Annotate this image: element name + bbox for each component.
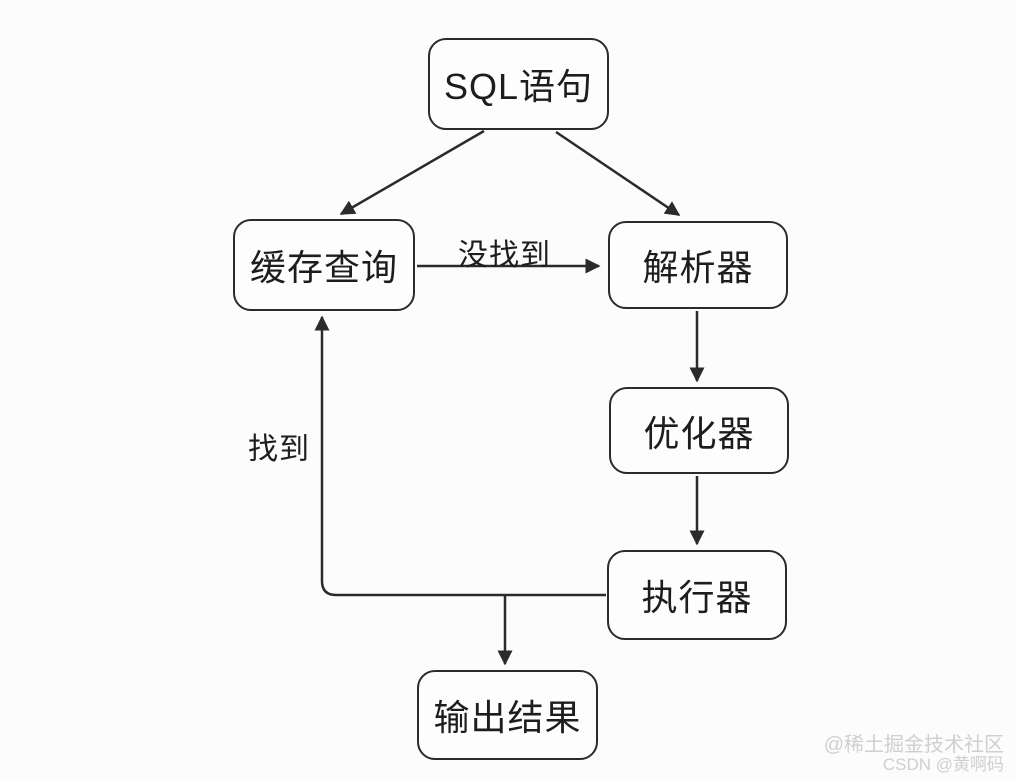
- node-executor: 执行器: [607, 550, 787, 640]
- node-output-result-label: 输出结果: [433, 697, 582, 738]
- watermark-juejin: @稀土掘金技术社区: [823, 734, 1004, 757]
- node-optimizer-label: 优化器: [643, 412, 755, 454]
- edge-label-found: 找到: [248, 433, 310, 466]
- node-executor-label: 执行器: [641, 577, 753, 618]
- watermark: @稀土掘金技术社区 CSDN @黄啊码: [824, 734, 1004, 775]
- watermark-csdn: CSDN @黄啊码: [882, 755, 1004, 775]
- node-sql-statement-label: SQL语句: [443, 66, 594, 107]
- node-output-result: 输出结果: [417, 670, 598, 760]
- node-cache-query: 缓存查询: [233, 219, 415, 311]
- edge-sql-to-cache: [339, 129, 485, 216]
- node-parser-label: 解析器: [642, 247, 754, 288]
- node-cache-query-label: 缓存查询: [249, 247, 398, 288]
- edge-executor-to-cache: [314, 315, 606, 597]
- node-parser: 解析器: [608, 221, 788, 309]
- edge-label-not-found: 没找到: [458, 239, 551, 272]
- node-optimizer: 优化器: [609, 387, 789, 474]
- node-sql-statement: SQL语句: [428, 38, 609, 130]
- edge-sql-to-parser: [555, 130, 681, 217]
